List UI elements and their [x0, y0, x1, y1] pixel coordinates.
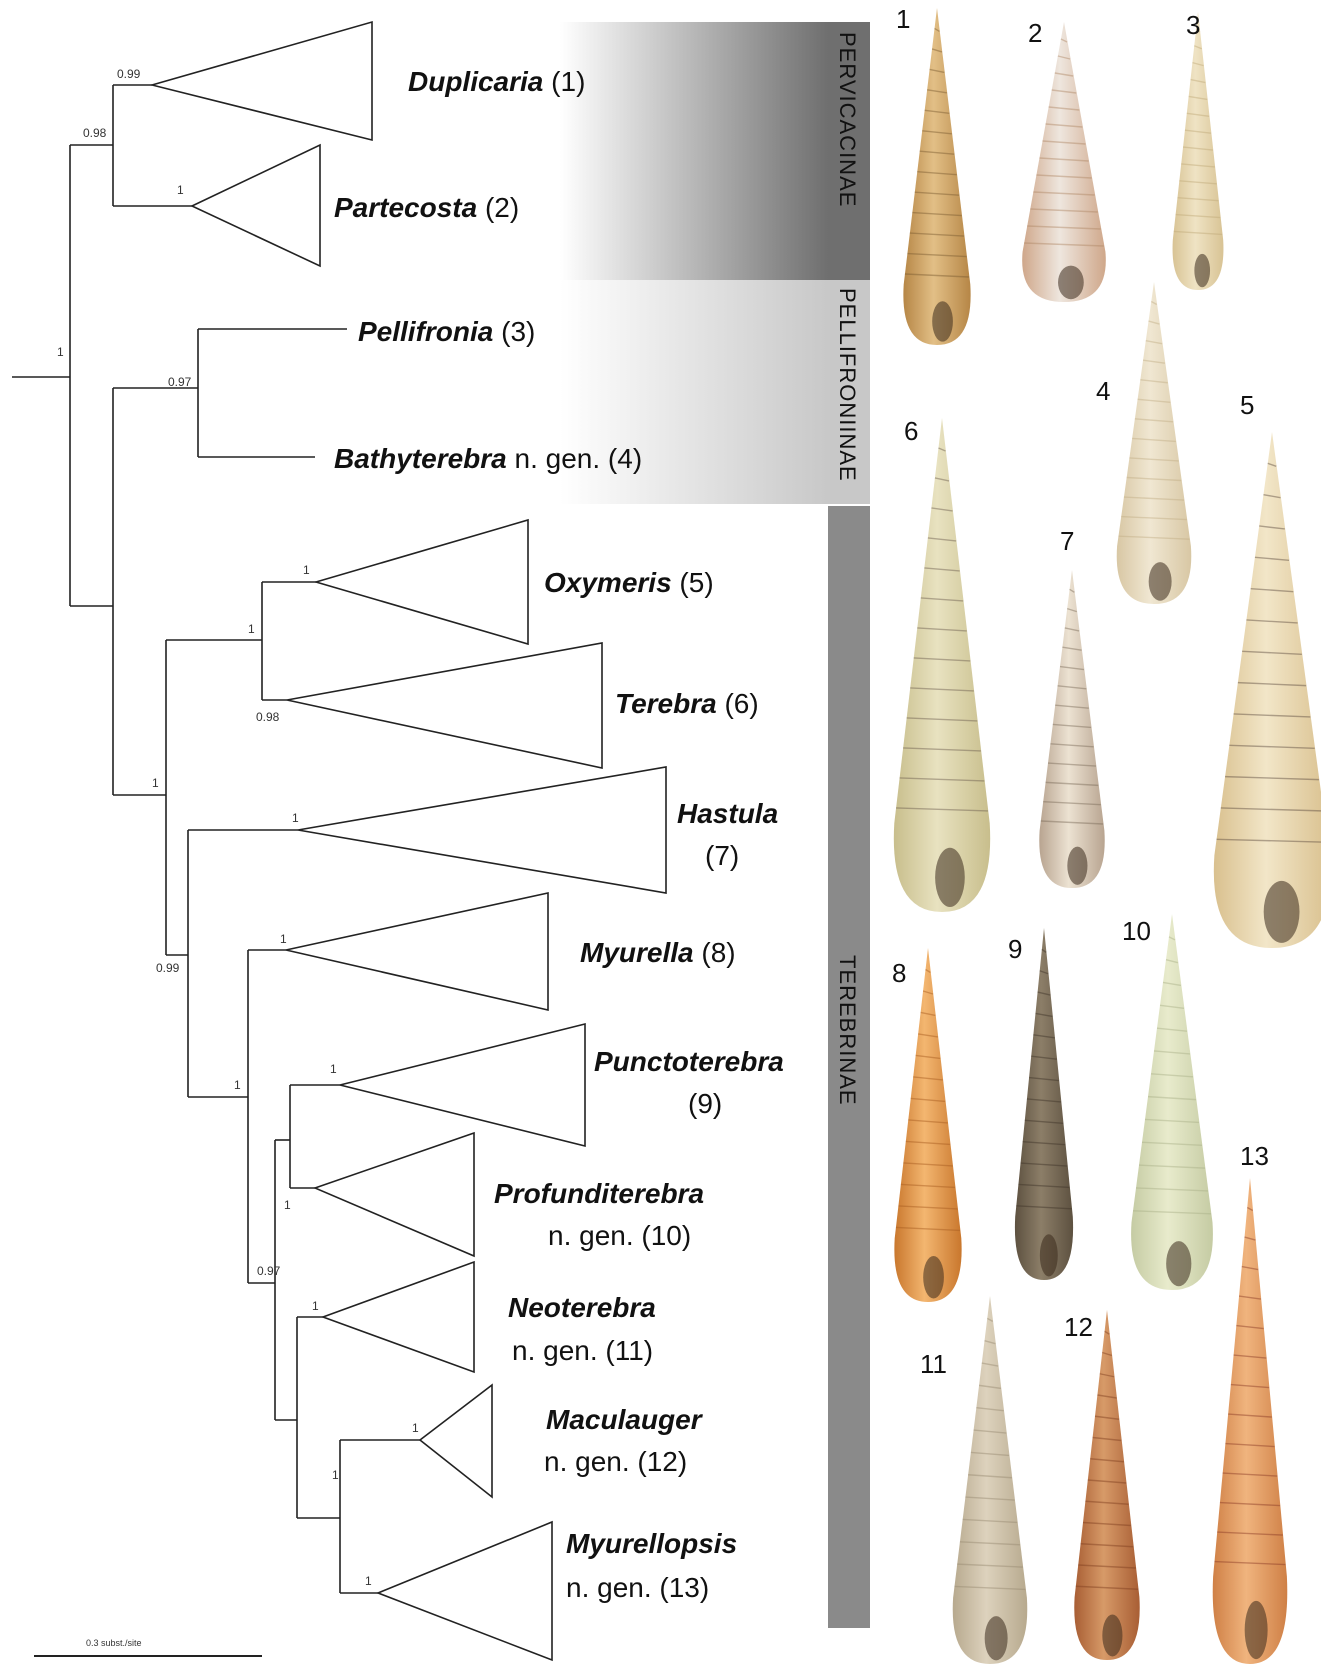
shell-aperture	[1194, 254, 1210, 287]
clade-triangle-hastula	[298, 767, 666, 893]
clade-label-myurellopsis: Myurellopsis	[566, 1528, 737, 1559]
support-value: 0.99	[117, 67, 141, 81]
clade-triangle-myurellopsis	[378, 1522, 552, 1660]
shell-aperture	[935, 848, 965, 907]
support-value: 1	[234, 1078, 241, 1092]
shell-number: 2	[1028, 18, 1042, 48]
clade-label-bathyterebra: Bathyterebra n. gen. (4)	[334, 443, 642, 474]
shell-photo	[1074, 1310, 1139, 1660]
clade-triangle-oxymeris	[316, 520, 528, 644]
clade-label-profunditerebra-suffix: n. gen. (10)	[548, 1220, 691, 1251]
shell-aperture	[985, 1616, 1008, 1660]
clade-label-duplicaria: Duplicaria (1)	[408, 66, 585, 97]
clade-label-oxymeris: Oxymeris (5)	[544, 567, 714, 598]
shell-photos	[894, 8, 1321, 1664]
shell-number: 5	[1240, 390, 1254, 420]
support-value: 1	[248, 622, 255, 636]
shell-number: 10	[1122, 916, 1151, 946]
support-value: 0.98	[256, 710, 280, 724]
shell-photo	[1131, 914, 1213, 1290]
support-value: 1	[280, 932, 287, 946]
shell-aperture	[1040, 1234, 1058, 1276]
clade-triangle-terebra	[287, 643, 602, 768]
clade-label-myurella: Myurella (8)	[580, 937, 736, 968]
clade-label-hastula: Hastula	[677, 798, 778, 829]
support-value: 1	[152, 776, 159, 790]
shell-aperture	[1264, 881, 1300, 943]
support-value: 1	[284, 1198, 291, 1212]
shell-aperture	[1102, 1615, 1122, 1657]
shell-aperture	[1149, 562, 1172, 601]
shell-photo	[1117, 282, 1192, 604]
clade-triangle-partecosta	[192, 145, 320, 266]
shell-number: 3	[1186, 10, 1200, 40]
support-value: 1	[292, 811, 299, 825]
shell-aperture	[1166, 1241, 1191, 1286]
clade-label-terebra: Terebra (6)	[615, 688, 759, 719]
shell-photo	[953, 1296, 1028, 1664]
support-value: 0.98	[83, 126, 107, 140]
shell-photo	[1213, 1178, 1288, 1664]
subfamily-label-terebrinae: TEREBRINAE	[835, 955, 860, 1106]
clade-label-pellifronia: Pellifronia (3)	[358, 316, 535, 347]
support-value: 1	[330, 1062, 337, 1076]
shell-aperture	[1245, 1601, 1268, 1659]
shell-photo	[1015, 928, 1073, 1280]
support-value: 1	[177, 183, 184, 197]
shell-number: 9	[1008, 934, 1022, 964]
clade-triangle-punctoterebra	[340, 1024, 585, 1146]
shell-aperture	[1058, 266, 1084, 300]
clade-triangle-myurella	[286, 893, 548, 1010]
clade-label-maculauger: Maculauger	[546, 1404, 704, 1435]
shell-photo	[894, 948, 961, 1302]
shell-aperture	[1067, 847, 1087, 885]
shell-number: 11	[920, 1349, 947, 1379]
support-value: 1	[57, 345, 64, 359]
shell-number: 13	[1240, 1141, 1269, 1171]
clade-label-myurellopsis-suffix: n. gen. (13)	[566, 1572, 709, 1603]
clade-triangle-profunditerebra	[315, 1133, 474, 1256]
shell-photo	[1022, 22, 1106, 302]
subfamily-label-pervicacinae: PERVICACINAE	[835, 32, 860, 207]
pervicacinae-band	[560, 22, 828, 280]
shell-number: 7	[1060, 526, 1074, 556]
support-value: 1	[332, 1468, 339, 1482]
clade-triangle-neoterebra	[323, 1262, 474, 1372]
shell-number: 8	[892, 958, 906, 988]
clade-label-maculauger-suffix: n. gen. (12)	[544, 1446, 687, 1477]
clade-label-punctoterebra-number: (9)	[688, 1088, 722, 1119]
clade-label-partecosta: Partecosta (2)	[334, 192, 519, 223]
support-value: 1	[303, 563, 310, 577]
clade-label-neoterebra: Neoterebra	[508, 1292, 656, 1323]
shell-number: 6	[904, 416, 918, 446]
shell-photo	[1214, 432, 1321, 948]
shell-photo	[894, 418, 990, 912]
support-value: 0.97	[257, 1264, 281, 1278]
clade-triangle-maculauger	[420, 1385, 492, 1497]
shell-number: 12	[1064, 1312, 1093, 1342]
shell-number: 1	[896, 4, 910, 34]
scale-bar-label: 0.3 subst./site	[86, 1638, 142, 1648]
shell-photo	[903, 8, 970, 345]
shell-photo	[1039, 570, 1104, 888]
clade-label-neoterebra-suffix: n. gen. (11)	[512, 1335, 653, 1366]
clade-label-punctoterebra: Punctoterebra	[594, 1046, 784, 1077]
clade-label-profunditerebra: Profunditerebra	[494, 1178, 704, 1209]
support-value: 0.99	[156, 961, 180, 975]
clade-triangle-duplicaria	[152, 22, 372, 140]
support-value: 0.97	[168, 375, 192, 389]
subfamily-label-pellifroniinae: PELLIFRONIINAE	[835, 288, 860, 482]
shell-aperture	[932, 301, 953, 341]
shell-aperture	[923, 1256, 944, 1298]
clade-label-hastula-number: (7)	[705, 840, 739, 871]
support-value: 1	[412, 1421, 419, 1435]
shell-number: 4	[1096, 376, 1110, 406]
shell-photo	[1173, 12, 1224, 290]
support-value: 1	[312, 1299, 319, 1313]
support-value: 1	[365, 1574, 372, 1588]
